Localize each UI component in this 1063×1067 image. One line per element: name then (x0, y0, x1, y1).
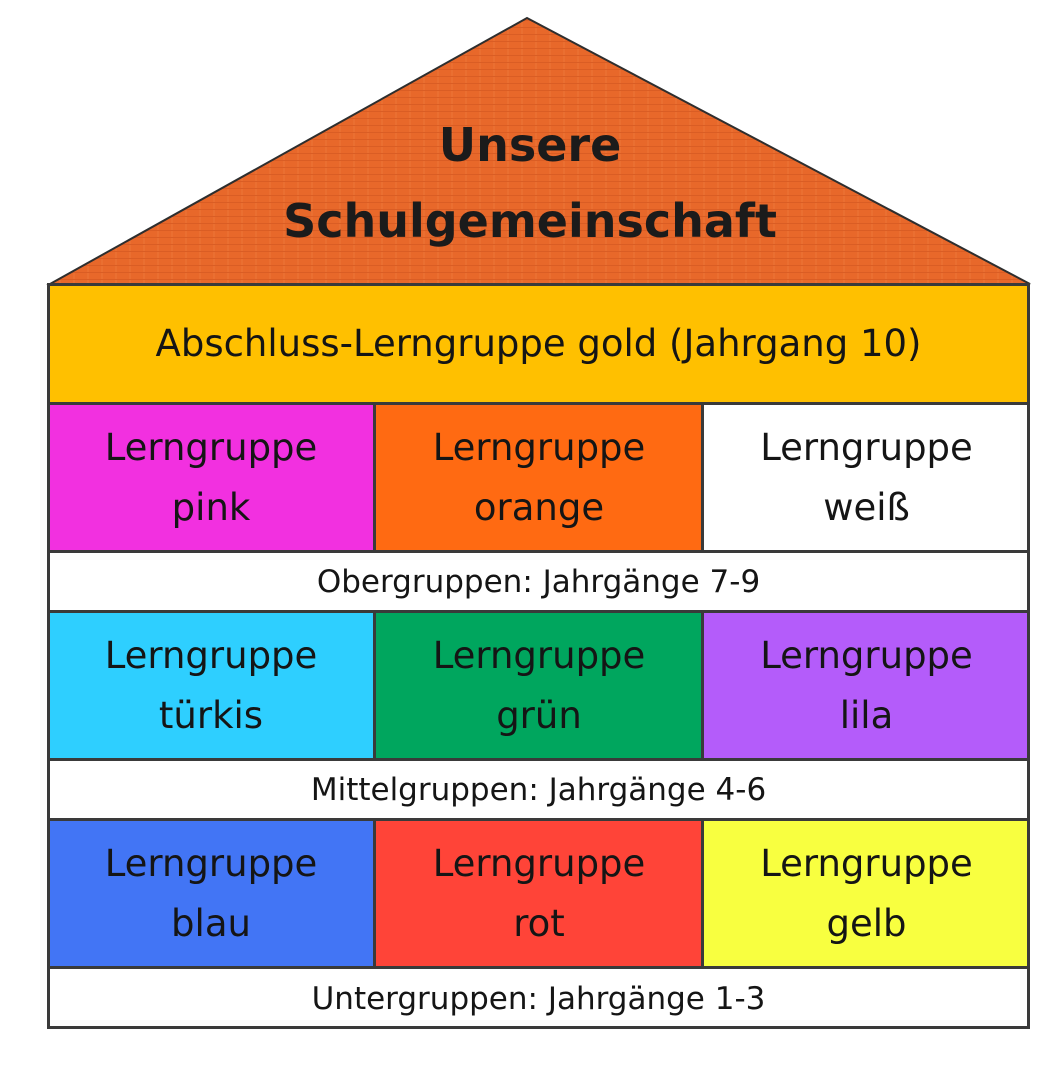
group-cell-color-name: lila (839, 694, 894, 737)
group-cell-color-name: grün (496, 694, 582, 737)
group-cell-label: Lerngruppe (104, 426, 318, 469)
divider (701, 612, 704, 760)
group-cell-label: Lerngruppe (104, 634, 318, 677)
roof-title-line-1: Unsere (438, 118, 622, 172)
group-cell-label: Lerngruppe (760, 634, 973, 677)
group-cell-tuerkis: Lerngruppe türkis (47, 612, 375, 760)
level-band-untergruppen: Untergruppen: Jahrgänge 1-3 (47, 968, 1030, 1029)
divider (47, 818, 1030, 821)
group-cell-label: Lerngruppe (104, 842, 318, 885)
group-cell-gruen: Lerngruppe grün (375, 612, 703, 760)
group-cell-color-name: türkis (158, 694, 264, 737)
group-cell-color-name: orange (473, 486, 605, 529)
level-band-obergruppen: Obergruppen: Jahrgänge 7-9 (47, 552, 1030, 612)
divider (47, 610, 1030, 613)
gold-group-band: Abschluss-Lerngruppe gold (Jahrgang 10) (47, 283, 1030, 404)
level-band-label: Mittelgruppen: Jahrgänge 4-6 (310, 772, 767, 808)
group-cell-gelb: Lerngruppe gelb (703, 820, 1030, 968)
group-cell-color-name: pink (171, 486, 251, 529)
group-cell-label: Lerngruppe (432, 842, 646, 885)
divider (47, 966, 1030, 969)
level-band-mittelgruppen: Mittelgruppen: Jahrgänge 4-6 (47, 760, 1030, 820)
divider (373, 404, 376, 552)
group-cell-weiss: Lerngruppe weiß (703, 404, 1030, 552)
roof-title-line-2: Schulgemeinschaft (283, 194, 777, 248)
divider (701, 404, 704, 552)
level-band-label: Obergruppen: Jahrgänge 7-9 (316, 564, 761, 600)
group-cell-orange: Lerngruppe orange (375, 404, 703, 552)
group-cell-color-name: rot (513, 902, 565, 945)
divider (47, 758, 1030, 761)
divider (47, 402, 1030, 405)
group-cell-color-name: blau (171, 902, 251, 945)
divider (701, 820, 704, 968)
divider (373, 612, 376, 760)
group-cell-blau: Lerngruppe blau (47, 820, 375, 968)
divider (373, 820, 376, 968)
group-cell-label: Lerngruppe (432, 634, 646, 677)
group-cell-color-name: weiß (823, 486, 910, 529)
gold-group-label: Abschluss-Lerngruppe gold (Jahrgang 10) (155, 322, 922, 365)
group-cell-label: Lerngruppe (760, 842, 973, 885)
group-cell-lila: Lerngruppe lila (703, 612, 1030, 760)
group-cell-label: Lerngruppe (432, 426, 646, 469)
group-cell-rot: Lerngruppe rot (375, 820, 703, 968)
level-band-label: Untergruppen: Jahrgänge 1-3 (311, 980, 766, 1017)
group-cell-label: Lerngruppe (760, 426, 973, 469)
group-cell-color-name: gelb (826, 902, 907, 945)
group-cell-pink: Lerngruppe pink (47, 404, 375, 552)
divider (47, 550, 1030, 553)
